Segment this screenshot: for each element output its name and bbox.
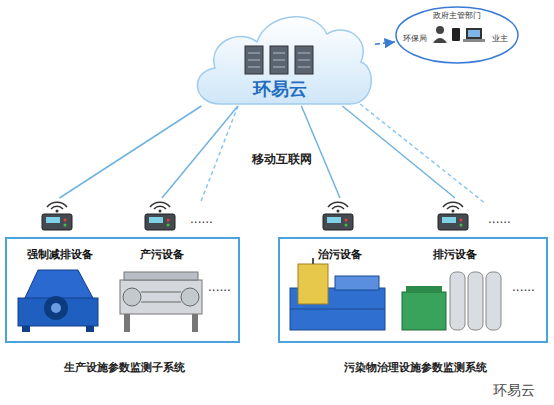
subsystem-box: 治污设备排污设备污染物治理设施参数监测系统 [278, 237, 548, 343]
user-ellipse: 政府主管部门环保局 业主 [395, 6, 519, 64]
server-icon [245, 46, 263, 74]
network-label: 移动互联网 [250, 152, 314, 166]
device-node: 治污设备 [285, 198, 395, 337]
device-label: 排污设备 [433, 248, 477, 261]
person-icon [433, 26, 447, 43]
node-label: 环易云 [253, 78, 307, 100]
cloud-node: 环易云 [185, 4, 375, 106]
more-dots: ...... [208, 280, 231, 294]
network-link [60, 106, 202, 198]
network-link [162, 106, 238, 198]
subsystem-box: 强制减排设备产污设备生产设施参数监测子系统 [5, 237, 240, 343]
server-icon [295, 46, 313, 74]
dashed-link [360, 104, 486, 204]
more-dots: ...... [488, 212, 511, 226]
gateway-icon [438, 202, 468, 230]
laptop-icon [463, 28, 485, 42]
more-dots: ...... [190, 212, 213, 226]
device-label: 强制减排设备 [27, 248, 93, 261]
network-link [342, 106, 455, 198]
shredder-picture [18, 270, 98, 332]
node-label: 政府主管部门 [433, 11, 481, 21]
device-label: 治污设备 [318, 248, 362, 261]
ellipse-shape [396, 7, 518, 63]
node-label: 业主 [492, 34, 508, 44]
node-label: 环保局 [403, 34, 427, 44]
device-node: 强制减排设备 [12, 198, 107, 337]
more-dots: ...... [512, 280, 535, 294]
gateway-icon [145, 202, 175, 230]
dashed-link [200, 106, 238, 204]
server-icon [270, 46, 288, 74]
filter-press-picture [120, 272, 202, 332]
cloud-shape [197, 17, 371, 104]
device-label: 产污设备 [140, 248, 184, 261]
watermark: 环易云 [493, 382, 535, 399]
gateway-icon [323, 202, 353, 230]
dashed-arrow [375, 42, 395, 44]
gateway-icon [42, 202, 72, 230]
treatment-tank-picture [290, 258, 385, 330]
discharge-unit-picture [402, 272, 501, 330]
phone-icon [452, 28, 460, 41]
subsystem-caption: 污染物治理设施参数监测系统 [344, 361, 487, 374]
subsystem-caption: 生产设施参数监测子系统 [64, 361, 185, 374]
